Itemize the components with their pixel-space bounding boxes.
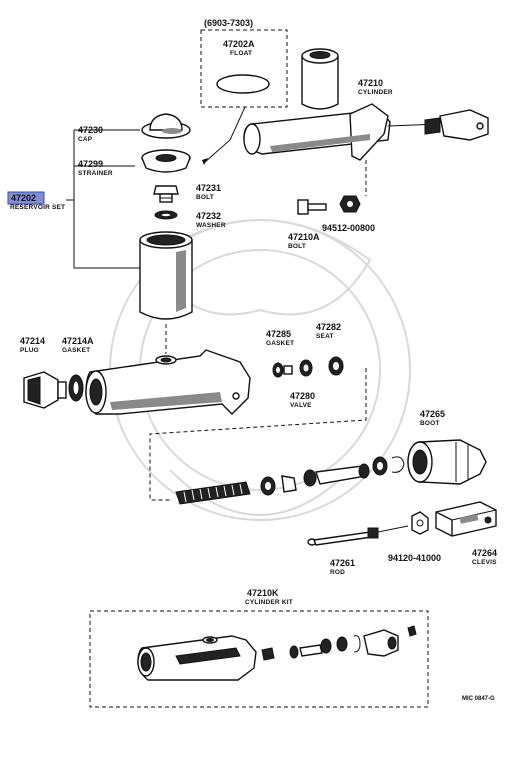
strainer-part[interactable] bbox=[141, 149, 191, 173]
cap-part[interactable] bbox=[141, 113, 191, 139]
internals-bracket bbox=[149, 368, 367, 501]
bolt-47210a-name: BOLT bbox=[288, 243, 306, 250]
valve-name: VALVE bbox=[290, 402, 312, 409]
float-inset-box bbox=[200, 29, 288, 108]
cap-name: CAP bbox=[78, 136, 93, 143]
rod-number: 47261 bbox=[330, 558, 355, 568]
rod-part[interactable] bbox=[307, 525, 409, 546]
bolt-47231-name: BOLT bbox=[196, 194, 214, 201]
seat-part[interactable] bbox=[328, 356, 344, 376]
strainer-name: STRAINER bbox=[78, 170, 113, 177]
nut-94120-part[interactable] bbox=[411, 511, 429, 535]
cylinder-kit-box bbox=[89, 610, 429, 708]
boot-part[interactable] bbox=[407, 439, 487, 485]
nut-94512-part[interactable] bbox=[339, 195, 361, 213]
float-leader bbox=[204, 106, 246, 163]
float-inset: (6903-7303) 47202A FLOAT bbox=[200, 18, 288, 165]
washer-name: WASHER bbox=[196, 222, 226, 229]
nut-94512-number: 94512-00800 bbox=[322, 223, 375, 233]
gasket-47285-part[interactable] bbox=[272, 362, 293, 378]
gasket-47214a-part[interactable] bbox=[68, 374, 84, 402]
reservoir-set-bracket bbox=[66, 129, 140, 269]
snap-ring-part[interactable] bbox=[391, 456, 405, 473]
washer-part[interactable] bbox=[154, 210, 178, 220]
plug-name: PLUG bbox=[20, 347, 39, 354]
float-part-name: FLOAT bbox=[230, 50, 252, 57]
cylinder-kit-body[interactable] bbox=[137, 635, 257, 681]
gasket-47285-number: 47285 bbox=[266, 329, 291, 339]
cylinder-number: 47210 bbox=[358, 78, 383, 88]
reservoir-set-highlight[interactable] bbox=[7, 191, 45, 205]
rod-name: ROD bbox=[330, 569, 345, 576]
boot-number: 47265 bbox=[420, 409, 445, 419]
gasket-47214a-number: 47214A bbox=[62, 336, 94, 346]
plug-part[interactable] bbox=[23, 371, 67, 409]
valve-part[interactable] bbox=[299, 359, 313, 377]
bolt-47210a-number: 47210A bbox=[288, 232, 320, 242]
cylinder-kit-name: CYLINDER KIT bbox=[245, 599, 293, 606]
bolt-47231-number: 47231 bbox=[196, 183, 221, 193]
bolt-47231-part[interactable] bbox=[153, 185, 179, 203]
cylinder-assembly-small[interactable] bbox=[243, 48, 489, 161]
master-cylinder-body[interactable] bbox=[85, 349, 251, 415]
spring-part[interactable] bbox=[175, 481, 251, 505]
spring-seat-part[interactable] bbox=[281, 475, 297, 493]
reservoir-set-name: RESERVOIR SET bbox=[10, 204, 65, 211]
seat-number: 47282 bbox=[316, 322, 341, 332]
cylinder-name: CYLINDER bbox=[358, 89, 393, 96]
float-part-number: 47202A bbox=[223, 39, 255, 49]
boot-name: BOOT bbox=[420, 420, 440, 427]
float-arrow-icon bbox=[202, 158, 208, 165]
gasket-47214a-name: GASKET bbox=[62, 347, 90, 354]
clevis-part[interactable] bbox=[435, 501, 497, 537]
float-disc[interactable] bbox=[216, 74, 270, 94]
piston-cup-part[interactable] bbox=[260, 476, 276, 496]
float-date-range: (6903-7303) bbox=[204, 18, 253, 28]
diagram-code: MIC 0847-G bbox=[462, 696, 495, 702]
valve-number: 47280 bbox=[290, 391, 315, 401]
cylinder-kit-internals[interactable] bbox=[261, 625, 417, 661]
reservoir-body[interactable] bbox=[139, 231, 193, 320]
clevis-name: CLEVIS bbox=[472, 559, 497, 566]
gasket-47285-name: GASKET bbox=[266, 340, 294, 347]
washer-number: 47232 bbox=[196, 211, 221, 221]
bolt-47210a-part[interactable] bbox=[297, 199, 327, 215]
nut-94120-number: 94120-41000 bbox=[388, 553, 441, 563]
seat-name: SEAT bbox=[316, 333, 334, 340]
cap-number: 47230 bbox=[78, 125, 103, 135]
plug-number: 47214 bbox=[20, 336, 45, 346]
cylinder-kit-number: 47210K bbox=[247, 588, 279, 598]
piston-part[interactable] bbox=[303, 463, 370, 487]
strainer-number: 47299 bbox=[78, 159, 103, 169]
clevis-number: 47264 bbox=[472, 548, 497, 558]
watermark-emblem bbox=[109, 219, 411, 521]
reservoir-set-number[interactable]: 47202 bbox=[11, 193, 36, 203]
piston-cup-2-part[interactable] bbox=[372, 456, 388, 476]
